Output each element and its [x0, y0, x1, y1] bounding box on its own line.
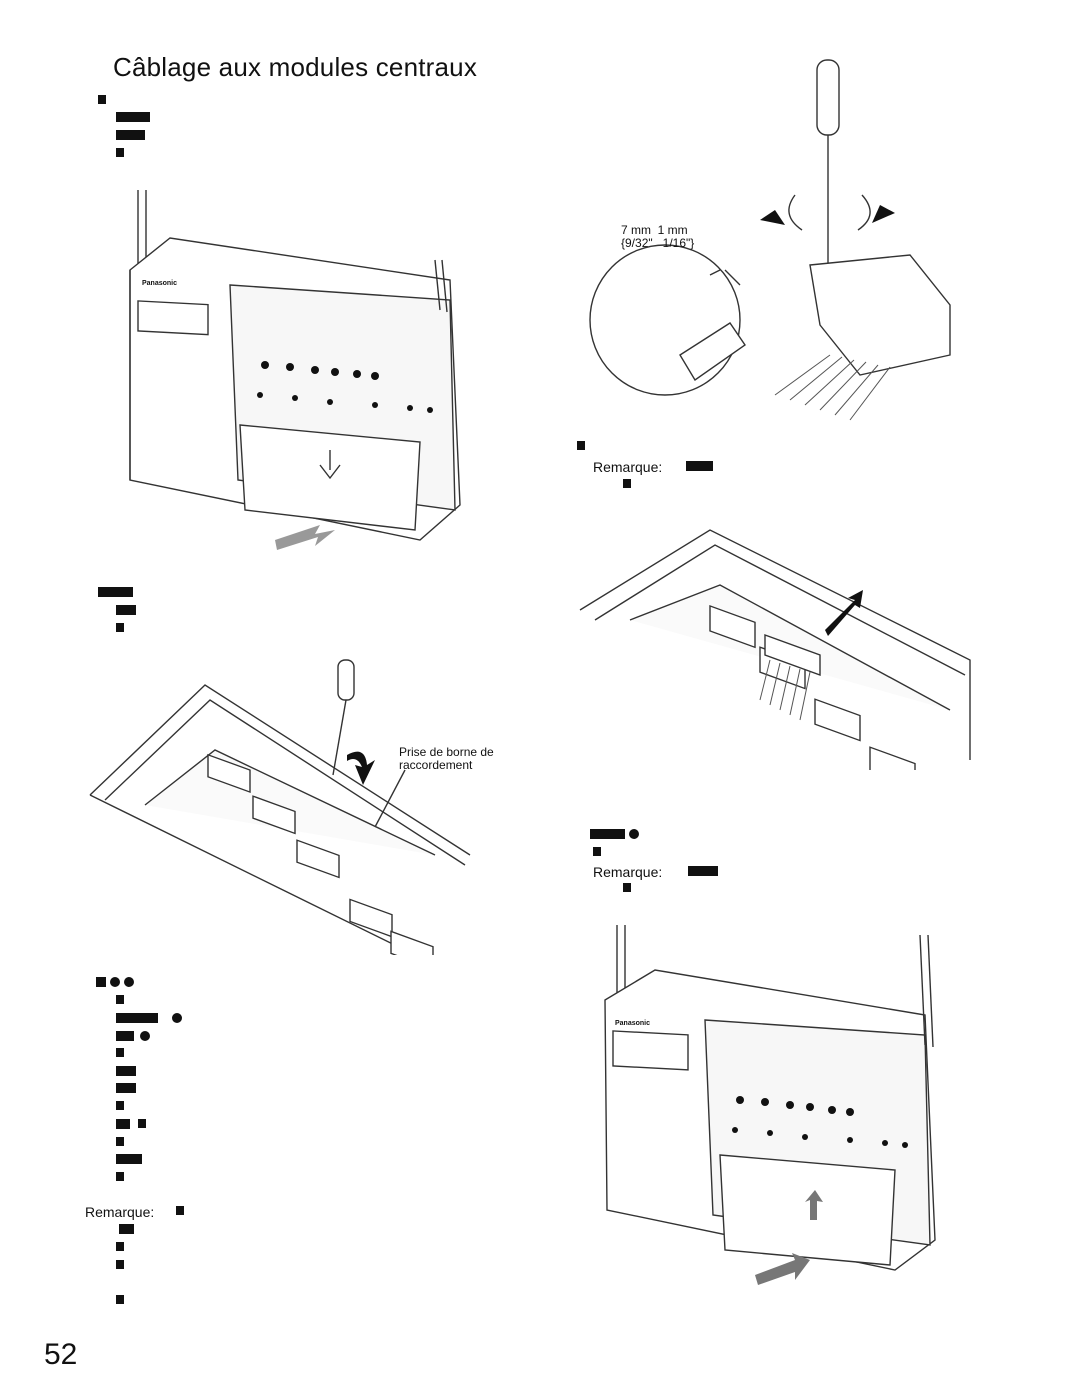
redacted-mark — [623, 479, 631, 488]
redacted-mark — [686, 461, 713, 471]
remark-label-2: Remarque: — [593, 864, 663, 880]
strip-length-in: {9/32" 1/16"} — [621, 236, 695, 250]
page-number: 52 — [44, 1338, 78, 1371]
redacted-mark — [623, 883, 631, 892]
connector-insertion-illustration — [579, 529, 971, 770]
redacted-mark — [577, 441, 585, 450]
page-title: Câblage aux modules centraux — [113, 52, 478, 82]
unit-cover-open-illustration: Panasonic — [129, 190, 461, 550]
remark-label-1: Remarque: — [593, 459, 663, 475]
redacted-mark — [176, 1206, 184, 1215]
remark-label-3: Remarque: — [85, 1204, 155, 1220]
terminal-plug-label: Prise de borne de raccordement — [399, 745, 494, 772]
strip-length-mm: 7 mm 1 mm — [621, 223, 688, 237]
terminal-screwdriver-illustration — [89, 659, 471, 955]
unit-cover-close-illustration: Panasonic — [604, 925, 936, 1285]
brand-logo: Panasonic — [142, 280, 177, 287]
brand-logo: Panasonic — [615, 1020, 650, 1027]
screwdriver-connector-illustration — [589, 59, 951, 421]
redacted-mark — [688, 866, 718, 876]
